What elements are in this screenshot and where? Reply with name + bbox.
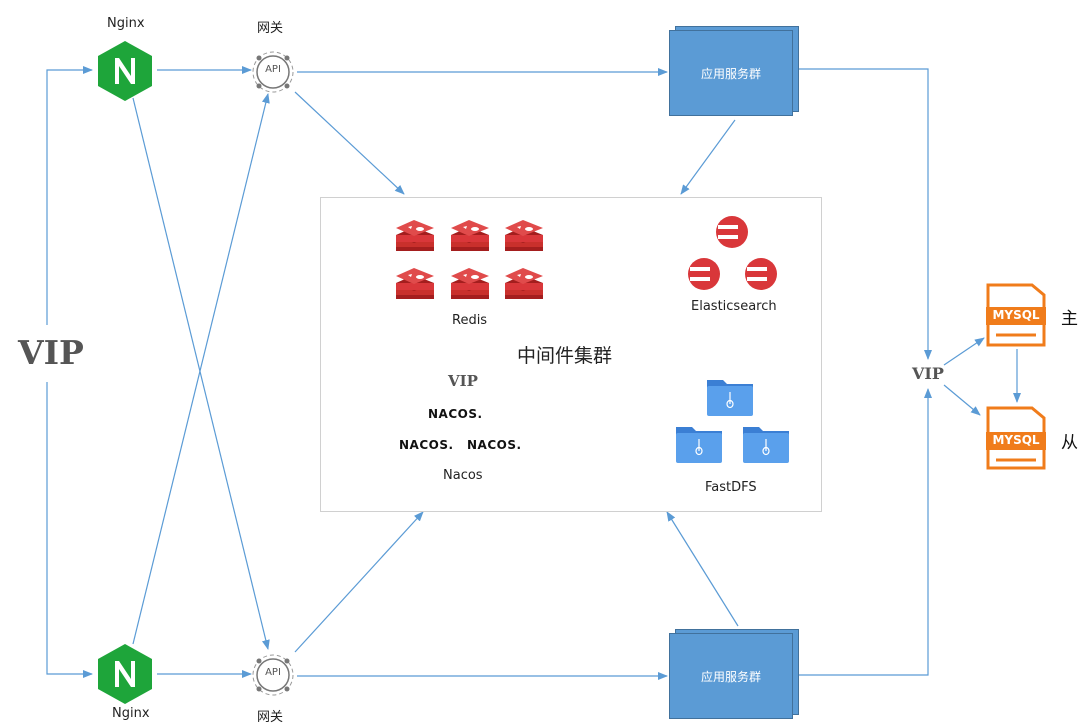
nginx-top-label: Nginx <box>107 16 145 31</box>
arrow-nginx-top-to-gw-bottom <box>132 97 270 650</box>
mysql-master-role: 主 <box>1061 309 1078 329</box>
service-group-bottom: 应用服务群 <box>669 629 799 719</box>
mysql-slave-logo-text: MYSQL <box>992 433 1040 447</box>
api-gateway-bottom-icon: API <box>251 653 295 697</box>
arrow-service-bottom-to-vip <box>799 388 932 676</box>
mysql-master-logo-text: MYSQL <box>992 308 1040 322</box>
arrow-gw-top-to-middleware <box>294 91 405 195</box>
api-gateway-top-icon: API <box>251 50 295 94</box>
nginx-bottom-label: Nginx <box>112 706 150 721</box>
nacos-logo-3: NACOS. <box>467 438 522 452</box>
middleware-title: 中间件集群 <box>517 345 613 367</box>
api-text-top: API <box>265 64 281 75</box>
arrow-service-top-to-vip <box>799 68 932 360</box>
elasticsearch-label: Elasticsearch <box>691 299 777 314</box>
nacos-logo-2: NACOS. <box>399 438 454 452</box>
redis-label: Redis <box>452 313 488 328</box>
service-group-bottom-label: 应用服务群 <box>669 633 793 719</box>
arrow-service-top-to-middleware <box>680 119 736 195</box>
service-group-top-label: 应用服务群 <box>669 30 793 116</box>
gateway-top-label: 网关 <box>257 21 284 36</box>
redis-icon-group <box>396 220 543 299</box>
vip-right-label: VIP <box>912 364 944 383</box>
nacos-logo-1: NACOS. <box>428 407 483 421</box>
mysql-master-icon: MYSQL <box>986 283 1046 347</box>
arrow-vip-to-mysql-master <box>943 337 985 366</box>
arrow-vip-to-nginx-bottom <box>46 382 93 678</box>
vip-nacos-label: VIP <box>448 372 478 390</box>
nacos-label: Nacos <box>443 468 483 483</box>
arrow-vip-to-nginx-top <box>46 66 93 325</box>
mysql-slave-role: 从 <box>1061 433 1078 453</box>
mysql-slave-icon: MYSQL <box>986 406 1046 470</box>
vip-left-label: VIP <box>18 333 84 372</box>
arrow-gw-bottom-to-middleware <box>294 511 424 653</box>
arrow-vip-to-mysql-slave <box>943 384 981 416</box>
service-group-top: 应用服务群 <box>669 26 799 116</box>
elasticsearch-icon-group <box>688 216 777 290</box>
api-text-bottom: API <box>265 667 281 678</box>
gateway-bottom-label: 网关 <box>257 710 284 725</box>
fastdfs-label: FastDFS <box>705 480 757 495</box>
nginx-bottom-icon <box>98 644 152 704</box>
nginx-top-icon <box>98 41 152 101</box>
fastdfs-folder-icon-group <box>676 379 790 464</box>
arrow-nginx-bottom-to-gw-top <box>132 93 270 645</box>
arrow-service-bottom-to-middleware <box>666 511 739 627</box>
